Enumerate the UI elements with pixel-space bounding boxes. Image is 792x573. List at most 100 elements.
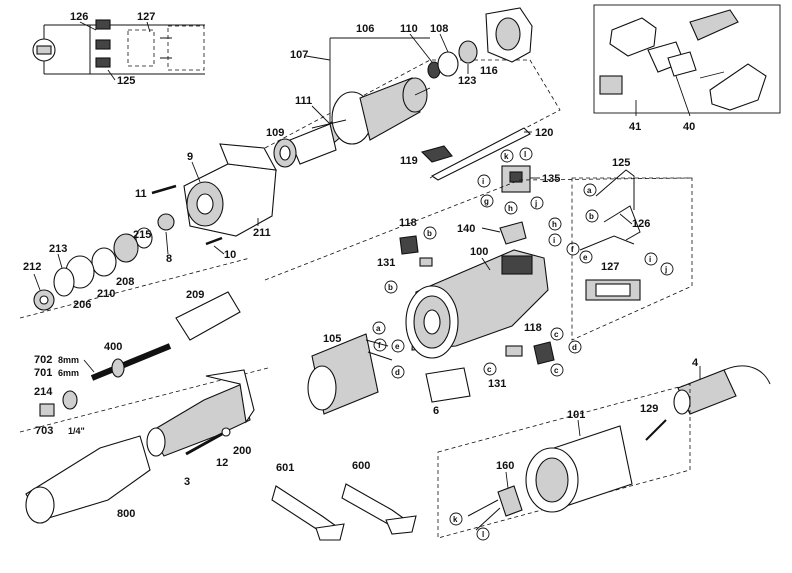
svg-text:c: c	[487, 365, 492, 374]
label-10: 10	[224, 249, 236, 261]
label-108: 108	[430, 23, 448, 35]
label-118b: 118	[524, 322, 542, 334]
nose-200	[146, 369, 255, 457]
svg-text:e: e	[395, 342, 400, 351]
label-200: 200	[233, 445, 251, 457]
label-8: 8	[166, 253, 172, 265]
wrench-600	[341, 483, 417, 535]
label-41: 41	[629, 121, 641, 133]
guard-800	[25, 435, 151, 524]
label-140: 140	[457, 223, 475, 235]
label-101: 101	[567, 409, 585, 421]
field-105	[307, 333, 393, 415]
label-800: 800	[117, 508, 135, 520]
label-209: 209	[186, 289, 204, 301]
label-6: 6	[433, 405, 439, 417]
label-129: 129	[640, 403, 658, 415]
label-40: 40	[683, 121, 695, 133]
label-105: 105	[323, 333, 341, 345]
label-120: 120	[535, 127, 553, 139]
label-125b: 125	[612, 157, 630, 169]
cable-plug-4	[673, 365, 771, 415]
schematic-labels: 126 127 125	[70, 11, 155, 87]
label-213: 213	[49, 243, 67, 255]
label-123: 123	[458, 75, 476, 87]
svg-text:d: d	[572, 343, 577, 352]
label-3: 3	[184, 476, 190, 488]
label-131b: 131	[488, 378, 506, 390]
label-109: 109	[266, 127, 284, 139]
svg-text:f: f	[571, 245, 574, 254]
label-126: 126	[70, 11, 88, 23]
label-118a: 118	[399, 217, 417, 229]
dashed-region-main	[264, 177, 693, 281]
label-110: 110	[400, 23, 418, 35]
svg-text:b: b	[388, 283, 393, 292]
label-601: 601	[276, 462, 294, 474]
spindle-400	[90, 343, 172, 381]
strain-relief-160	[467, 485, 523, 531]
brush-parts	[579, 169, 641, 301]
svg-text:d: d	[395, 368, 400, 377]
svg-text:c: c	[554, 366, 559, 375]
switch-button	[420, 145, 453, 163]
label-126b: 126	[632, 218, 650, 230]
terminal-118a	[399, 235, 419, 255]
label-215: 215	[133, 229, 151, 241]
svg-text:f: f	[378, 341, 381, 350]
svg-text:l: l	[524, 150, 526, 159]
label-4: 4	[692, 357, 699, 369]
svg-text:b: b	[589, 212, 594, 221]
svg-text:a: a	[587, 186, 592, 195]
wrench-601	[271, 485, 345, 541]
dim-6mm: 6mm	[58, 368, 79, 378]
dim-8mm: 8mm	[58, 355, 79, 365]
label-701: 701	[34, 367, 52, 379]
label-106: 106	[356, 23, 374, 35]
label-160: 160	[496, 460, 514, 472]
spindle-stack	[33, 213, 175, 311]
gear-housing-9	[183, 143, 277, 237]
collet-703	[39, 403, 55, 417]
label-12: 12	[216, 457, 228, 469]
cable-clip-140	[499, 221, 527, 245]
label-400: 400	[104, 341, 122, 353]
svg-text:k: k	[504, 152, 509, 161]
label-131a: 131	[377, 257, 395, 269]
main-housing-100	[405, 249, 549, 359]
label-107: 107	[290, 49, 308, 61]
insulator-6	[425, 367, 471, 403]
label-9: 9	[187, 151, 193, 163]
svg-text:k: k	[453, 515, 458, 524]
svg-text:h: h	[508, 204, 513, 213]
switch-rod	[430, 127, 531, 181]
label-127b: 127	[601, 261, 619, 273]
label-702: 702	[34, 354, 52, 366]
svg-text:i: i	[482, 177, 484, 186]
dim-1-4in: 1/4"	[68, 426, 85, 436]
label-111: 111	[295, 95, 312, 107]
collet-214	[62, 390, 78, 410]
inset-box	[593, 4, 781, 117]
label-100: 100	[470, 246, 488, 258]
connector-markers: k l i g h j h i b b a b f e i j c d a e …	[372, 147, 674, 541]
sleeve-209	[175, 291, 241, 341]
svg-text:j: j	[534, 199, 537, 208]
label-212: 212	[23, 261, 41, 273]
label-116: 116	[480, 65, 498, 77]
label-119: 119	[400, 155, 418, 167]
svg-text:e: e	[583, 253, 588, 262]
label-703: 703	[35, 425, 53, 437]
motor-housing-101	[525, 425, 633, 513]
armature-assembly	[264, 7, 561, 179]
svg-text:h: h	[552, 220, 557, 229]
switch-135	[501, 165, 540, 193]
label-211: 211	[253, 227, 271, 239]
label-206: 206	[73, 299, 91, 311]
dashed-region-right	[571, 177, 693, 341]
terminal-118b	[533, 341, 555, 365]
label-127: 127	[137, 11, 155, 23]
svg-text:c: c	[554, 330, 559, 339]
label-135: 135	[542, 173, 560, 185]
